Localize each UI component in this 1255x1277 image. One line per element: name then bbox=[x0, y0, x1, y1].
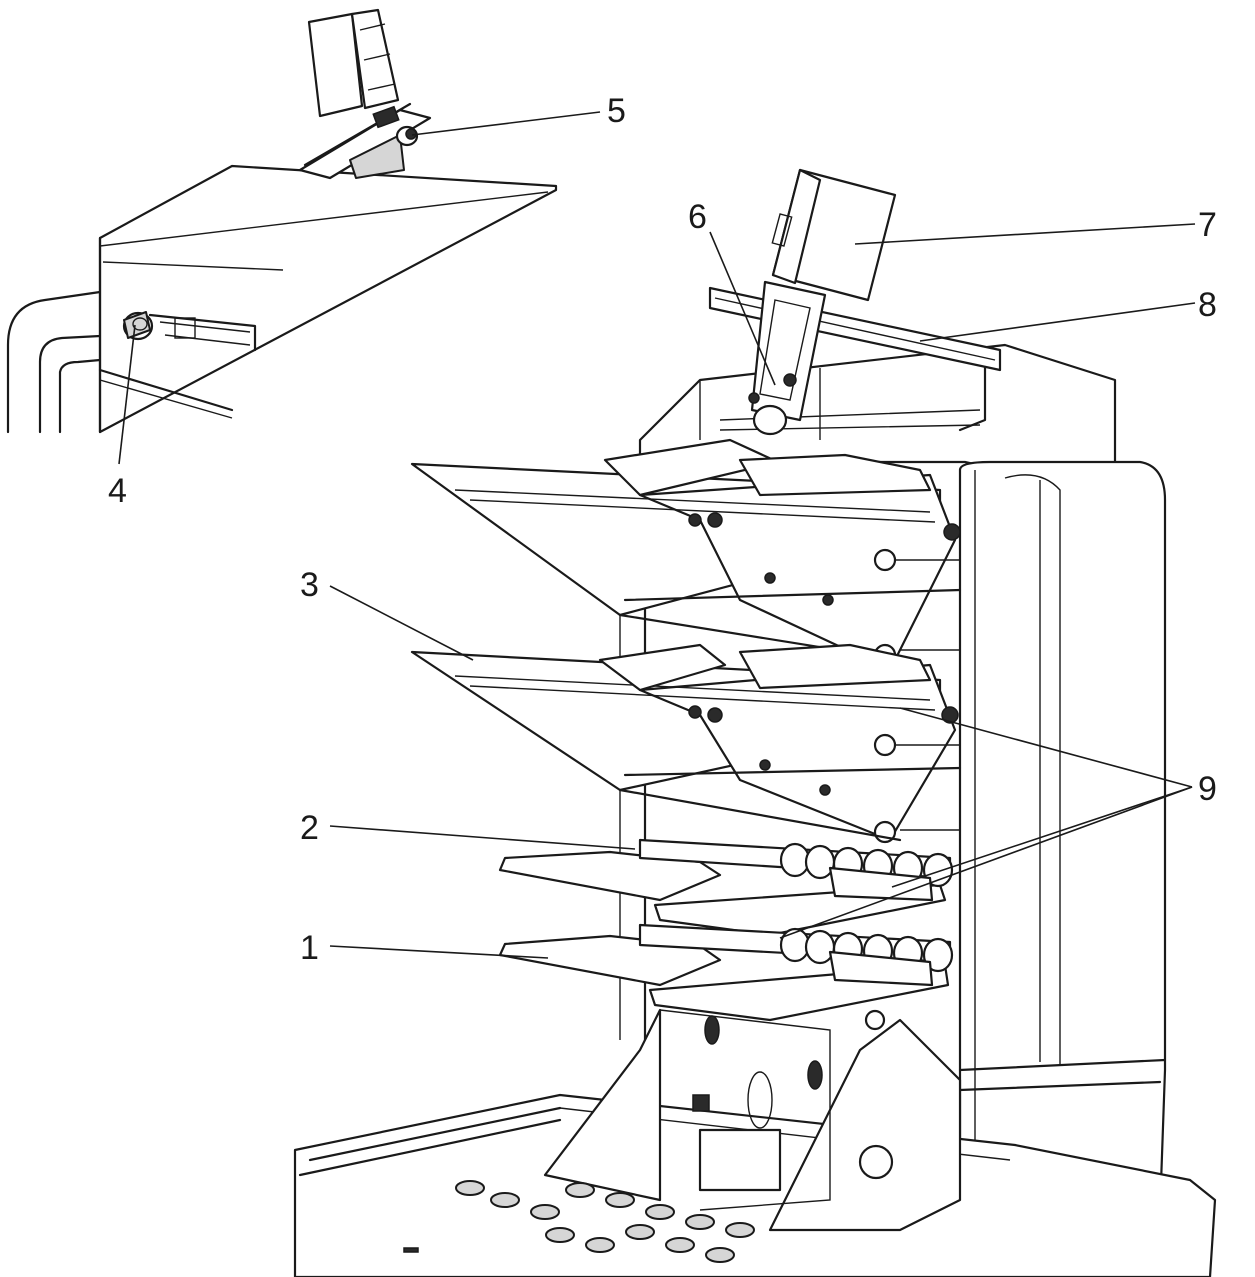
callout-8: 8 bbox=[1198, 286, 1217, 324]
tray-upper-first bbox=[410, 438, 962, 672]
leader-line-2 bbox=[329, 825, 636, 850]
callout-6: 6 bbox=[688, 198, 707, 236]
knob-icon bbox=[122, 311, 154, 341]
callout-5: 5 bbox=[607, 92, 626, 130]
leader-lines bbox=[118, 111, 1196, 959]
leader-line-1 bbox=[329, 945, 549, 959]
leader-line-3 bbox=[329, 585, 474, 661]
leader-line-9b bbox=[891, 786, 1193, 888]
callout-4: 4 bbox=[108, 472, 127, 510]
leader-line-5 bbox=[411, 111, 601, 136]
leader-line-6 bbox=[709, 231, 776, 386]
inset-sensor-head bbox=[307, 12, 364, 118]
callout-7: 7 bbox=[1198, 206, 1217, 244]
inset-detail-view bbox=[6, 8, 558, 434]
leader-line-9c bbox=[779, 786, 1193, 939]
leader-line-9a bbox=[899, 707, 1193, 788]
right-side-panel bbox=[958, 460, 1167, 1214]
leader-line-7 bbox=[854, 223, 1196, 245]
callout-9: 9 bbox=[1198, 770, 1217, 808]
callout-labels: 1 2 3 4 5 6 7 8 9 bbox=[108, 92, 1217, 967]
callout-1: 1 bbox=[300, 929, 319, 967]
inset-cover bbox=[98, 164, 558, 434]
tray-upper-second bbox=[410, 643, 962, 844]
base-catch-tray bbox=[293, 1008, 1217, 1277]
callout-3: 3 bbox=[300, 566, 319, 604]
knob-icon bbox=[395, 125, 419, 147]
tray-lower-first bbox=[498, 838, 954, 937]
leader-line-4 bbox=[118, 324, 136, 465]
sensor-bracket bbox=[750, 280, 827, 422]
tray-lower-second bbox=[498, 923, 954, 1031]
main-machine bbox=[293, 168, 1217, 1277]
leader-line-8 bbox=[919, 302, 1196, 342]
callout-2: 2 bbox=[300, 809, 319, 847]
roller-grid bbox=[455, 1180, 755, 1263]
